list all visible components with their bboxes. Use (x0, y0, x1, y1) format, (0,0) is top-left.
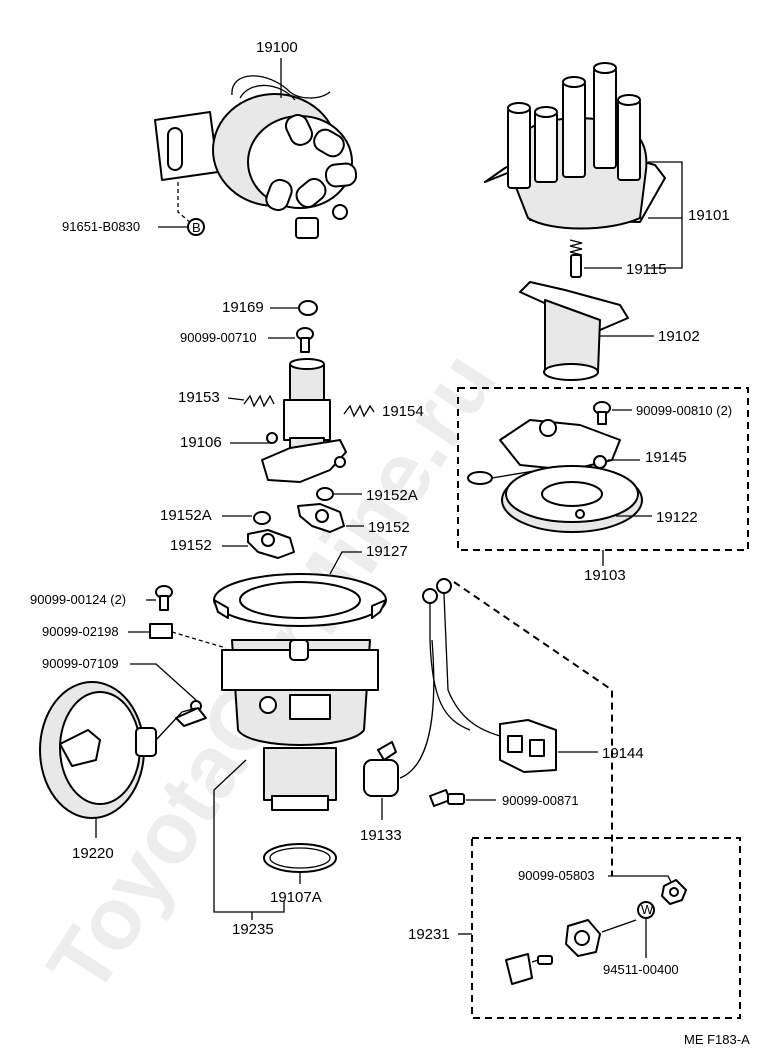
label-19153: 19153 (178, 389, 220, 406)
igniter-mount-icon (565, 919, 637, 957)
bolt-igniter-icon (505, 953, 553, 985)
label-19103: 19103 (584, 567, 626, 584)
diagram-code: ME F183-A (684, 1032, 750, 1047)
distributor-assembly-icon (154, 75, 358, 239)
clip-left-icon (253, 511, 271, 525)
label-19231: 19231 (408, 926, 450, 943)
label-19127: 19127 (366, 543, 408, 560)
label-19115: 19115 (626, 261, 667, 278)
clip-right-icon (316, 487, 334, 501)
clamp-02198-icon (149, 623, 173, 639)
label-19133: 19133 (360, 827, 402, 844)
label-90099-05803: 90099-05803 (518, 868, 595, 883)
label-19152a-left: 19152A (160, 507, 212, 524)
circle-b-icon (187, 218, 205, 236)
label-19235: 19235 (232, 921, 274, 938)
group-19103-box (457, 387, 749, 551)
screw-00124-icon (155, 585, 173, 611)
screw-00710-icon (296, 327, 314, 353)
group-19231-box (471, 837, 741, 1019)
distributor-housing-icon (213, 573, 387, 811)
label-19152a-right: 19152A (366, 487, 418, 504)
label-19122: 19122 (656, 509, 698, 526)
label-19101: 19101 (688, 207, 730, 224)
governor-shaft-icon (261, 358, 347, 483)
signal-generator-icon (467, 419, 621, 485)
label-19144: 19144 (602, 745, 644, 762)
label-90099-02198: 90099-02198 (42, 624, 119, 639)
label-90099-00810: 90099-00810 (2) (636, 403, 732, 418)
label-91651-b0830: 91651-B0830 (62, 219, 140, 234)
governor-spring-left-icon (243, 394, 275, 408)
label-19154: 19154 (382, 403, 424, 420)
governor-spring-right-icon (343, 404, 375, 418)
nut-05803-icon (661, 879, 687, 905)
label-90099-00710: 90099-00710 (180, 330, 257, 345)
label-19145: 19145 (645, 449, 687, 466)
label-19220: 19220 (72, 845, 114, 862)
label-19152-left: 19152 (170, 537, 212, 554)
label-90099-00124: 90099-00124 (2) (30, 592, 126, 607)
label-19169: 19169 (222, 299, 264, 316)
carbon-spring-icon (569, 239, 583, 278)
label-19100: 19100 (256, 39, 298, 56)
igniter-connector-icon (422, 578, 557, 773)
label-94511-00400: 94511-00400 (603, 962, 679, 977)
label-19106: 19106 (180, 434, 222, 451)
distributor-cap-icon (484, 62, 666, 230)
vacuum-advancer-icon (39, 681, 207, 819)
circle-w-label: W (641, 902, 654, 917)
label-19152-right: 19152 (368, 519, 410, 536)
label-19107a: 19107A (270, 889, 322, 906)
rotor-icon (519, 281, 629, 381)
label-90099-07109: 90099-07109 (42, 656, 119, 671)
condenser-icon (363, 639, 435, 797)
label-90099-00871: 90099-00871 (502, 793, 579, 808)
screw-00871-icon (429, 789, 465, 807)
rubber-cap-icon (298, 300, 318, 316)
screw-00810-icon (593, 401, 611, 425)
circle-b-label: B (192, 220, 201, 235)
label-19102: 19102 (658, 328, 700, 345)
breaker-plate-icon (501, 465, 643, 533)
